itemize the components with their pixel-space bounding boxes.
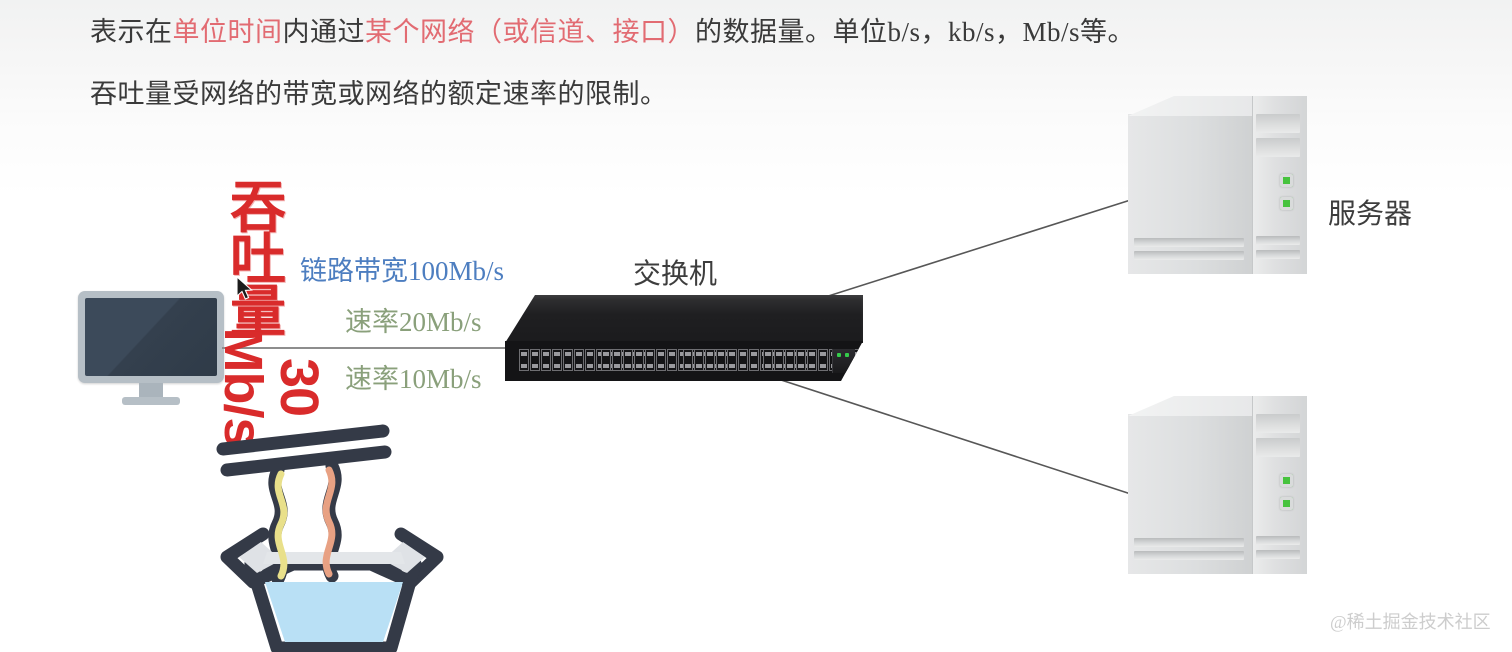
switch-sfp-bank [885, 351, 903, 369]
network-switch [505, 295, 863, 381]
ethernet-port [862, 349, 863, 371]
server-activity-led [1280, 497, 1293, 510]
ethernet-port [601, 349, 611, 371]
ethernet-port [623, 349, 633, 371]
ethernet-port [574, 349, 584, 371]
ethernet-port [683, 349, 693, 371]
monitor-stand-base [122, 397, 180, 405]
switch-brand-plate [832, 349, 855, 373]
ethernet-port [818, 349, 828, 371]
status-led [845, 353, 849, 357]
box-fill [265, 582, 403, 642]
mouse-pointer-icon [236, 276, 253, 300]
monitor-stand-neck [139, 383, 163, 400]
server-drive-bay [1256, 114, 1300, 133]
sfp-port [885, 351, 903, 369]
ethernet-port [634, 349, 644, 371]
ethernet-port [796, 349, 806, 371]
monitor-screen [85, 298, 217, 376]
switch-chassis-top [505, 295, 863, 343]
server-power-led [1280, 174, 1293, 187]
throughput-char: 吞 [230, 178, 286, 240]
switch-port-bank [763, 349, 894, 371]
link-computer-to-switch [222, 347, 514, 349]
watermark: @稀土掘金技术社区 [1330, 612, 1491, 632]
ethernet-port [585, 349, 595, 371]
ethernet-port [738, 349, 748, 371]
ethernet-port [705, 349, 715, 371]
server-vent [1134, 551, 1244, 560]
description-line-2: 吞吐量受网络的带宽或网络的额定速率的限制。 [90, 72, 668, 111]
ethernet-port [563, 349, 573, 371]
box-neck-fill [263, 552, 405, 564]
ethernet-port [716, 349, 726, 371]
noodle-takeout-box-icon [216, 424, 444, 652]
ethernet-port [873, 349, 883, 371]
link-switch-to-top-server [799, 196, 1141, 306]
server-power-led [1280, 474, 1293, 487]
server-drive-bay [1256, 138, 1300, 157]
noodle-strand-orange [322, 466, 336, 578]
server-top-panel [1128, 396, 1252, 416]
switch-chassis-sheen [505, 295, 863, 343]
ethernet-port [667, 349, 677, 371]
server-vent [1256, 536, 1300, 545]
server-vent [1134, 238, 1244, 247]
server-drive-bay [1256, 438, 1300, 457]
ethernet-port [785, 349, 795, 371]
ethernet-port [763, 349, 773, 371]
ethernet-port [552, 349, 562, 371]
box-flap-left [220, 527, 300, 589]
ethernet-port [519, 349, 529, 371]
noodle-strand-yellow [274, 470, 288, 580]
server-side-panel [1128, 114, 1252, 274]
link-switch-to-bottom-server [774, 377, 1141, 498]
ethernet-port [541, 349, 551, 371]
server-activity-led [1280, 197, 1293, 210]
server-top-panel [1128, 96, 1252, 116]
ethernet-port [530, 349, 540, 371]
ethernet-port [884, 349, 894, 371]
text-segment-highlight: 单位时间 [172, 17, 283, 47]
box-flap-right [364, 527, 444, 589]
switch-label: 交换机 [633, 259, 718, 290]
server-vent [1256, 550, 1300, 559]
switch-front-panel [505, 341, 863, 381]
ethernet-port [656, 349, 666, 371]
server-vent [1134, 251, 1244, 260]
server-vent [1256, 250, 1300, 259]
server-side-panel [1128, 414, 1252, 574]
description-line-1: 表示在单位时间内通过某个网络（或信道、接口）的数据量。单位b/s，kb/s，Mb… [90, 10, 1135, 49]
text-segment: 表示在 [90, 17, 173, 47]
server-vent [1256, 236, 1300, 245]
text-segment: 的数据量。单位b/s，kb/s，Mb/s等。 [695, 17, 1136, 47]
box-flap-fill-left [239, 542, 281, 573]
status-led [837, 353, 841, 357]
text-segment: 内通过 [282, 17, 365, 47]
server-drive-bay [1256, 414, 1300, 433]
link-bandwidth-label: 链路带宽100Mb/s [300, 256, 505, 286]
ethernet-port [774, 349, 784, 371]
chopstick [216, 424, 390, 456]
ethernet-port [807, 349, 817, 371]
server-label: 服务器 [1328, 199, 1413, 230]
computer-monitor [78, 291, 224, 406]
box-flap-fill-right [383, 542, 425, 573]
ethernet-port [612, 349, 622, 371]
box-body [244, 557, 422, 652]
ethernet-port [645, 349, 655, 371]
rate-label-top: 速率20Mb/s [345, 307, 482, 337]
ethernet-port [694, 349, 704, 371]
sfp-port [859, 351, 863, 369]
ethernet-port [727, 349, 737, 371]
chopstick [220, 445, 392, 477]
text-segment: 吞吐量受网络的带宽或网络的额定速率的限制。 [90, 79, 668, 109]
rate-label-bottom: 速率10Mb/s [345, 364, 482, 394]
monitor-bezel [78, 291, 224, 383]
text-segment-highlight: 某个网络（或信道、接口） [365, 17, 695, 47]
ethernet-port [749, 349, 759, 371]
server-vent [1134, 538, 1244, 547]
